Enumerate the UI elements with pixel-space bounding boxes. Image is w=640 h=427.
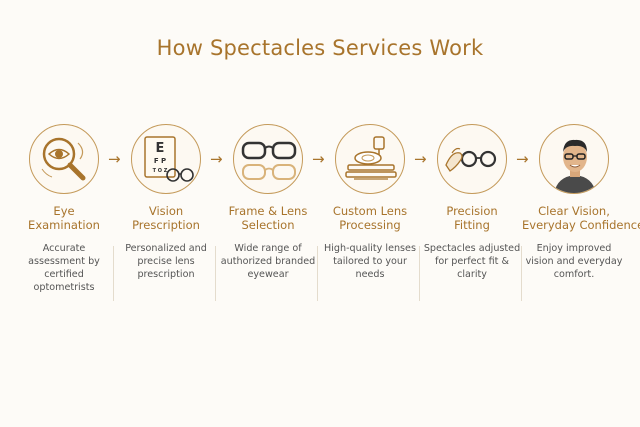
eye-chart-row3: T O Z bbox=[153, 168, 168, 174]
step-clear-vision: Clear Vision, Everyday Confidence Enjoy … bbox=[522, 124, 640, 281]
step-title-line2: Examination bbox=[28, 218, 100, 232]
step-divider bbox=[521, 246, 522, 301]
step-title-line1: Vision bbox=[148, 204, 184, 218]
fitting-hand-icon bbox=[437, 124, 507, 194]
step-description: Enjoy improved vision and everyday comfo… bbox=[525, 243, 623, 280]
step-description: Spectacles adjusted for perfect fit & cl… bbox=[423, 243, 521, 280]
step-title-line1: Frame & Lens bbox=[228, 204, 308, 218]
arrow-right-icon: → bbox=[108, 150, 121, 168]
step-title-line2: Fitting bbox=[454, 218, 490, 232]
happy-man-icon bbox=[539, 124, 609, 194]
step-precision-fitting: Precision Fitting Spectacles adjusted fo… bbox=[420, 124, 524, 281]
step-description: Personalized and precise lens prescripti… bbox=[125, 243, 207, 280]
arrow-right-icon: → bbox=[210, 150, 223, 168]
arrow-right-icon: → bbox=[414, 150, 427, 168]
magnifying-eye-icon bbox=[29, 124, 99, 194]
glasses-frames-icon bbox=[233, 124, 303, 194]
step-vision-prescription: E F P T O Z Vision Prescription Personal… bbox=[114, 124, 218, 281]
step-frame-lens-selection: Frame & Lens Selection Wide range of aut… bbox=[216, 124, 320, 281]
eye-chart-icon: E F P T O Z bbox=[131, 124, 201, 194]
step-eye-examination: Eye Examination Accurate assessment by c… bbox=[12, 124, 116, 294]
step-description: Wide range of authorized branded eyewear bbox=[220, 243, 316, 280]
page-title: How Spectacles Services Work bbox=[156, 36, 484, 60]
step-title-line1: Custom Lens bbox=[332, 204, 408, 218]
step-custom-lens-processing: Custom Lens Processing High-quality lens… bbox=[318, 124, 422, 281]
step-title-line2: Everyday Confidence bbox=[522, 218, 640, 232]
step-title-line2: Prescription bbox=[132, 218, 200, 232]
arrow-right-icon: → bbox=[516, 150, 529, 168]
steps-row: Eye Examination Accurate assessment by c… bbox=[12, 124, 640, 314]
step-description: Accurate assessment by certified optomet… bbox=[28, 243, 100, 293]
lens-machine-icon bbox=[335, 124, 405, 194]
step-title-line1: Eye bbox=[53, 204, 75, 218]
step-divider bbox=[113, 246, 114, 301]
step-title-line2: Processing bbox=[339, 218, 401, 232]
step-divider bbox=[419, 246, 420, 301]
step-title-line2: Selection bbox=[241, 218, 295, 232]
eye-chart-row1: E bbox=[156, 141, 165, 156]
arrow-right-icon: → bbox=[312, 150, 325, 168]
eye-chart-row2: F P bbox=[154, 157, 166, 165]
step-description: High-quality lenses tailored to your nee… bbox=[324, 243, 416, 280]
step-divider bbox=[317, 246, 318, 301]
step-title-line1: Precision bbox=[446, 204, 498, 218]
step-title-line1: Clear Vision, bbox=[538, 204, 610, 218]
step-divider bbox=[215, 246, 216, 301]
